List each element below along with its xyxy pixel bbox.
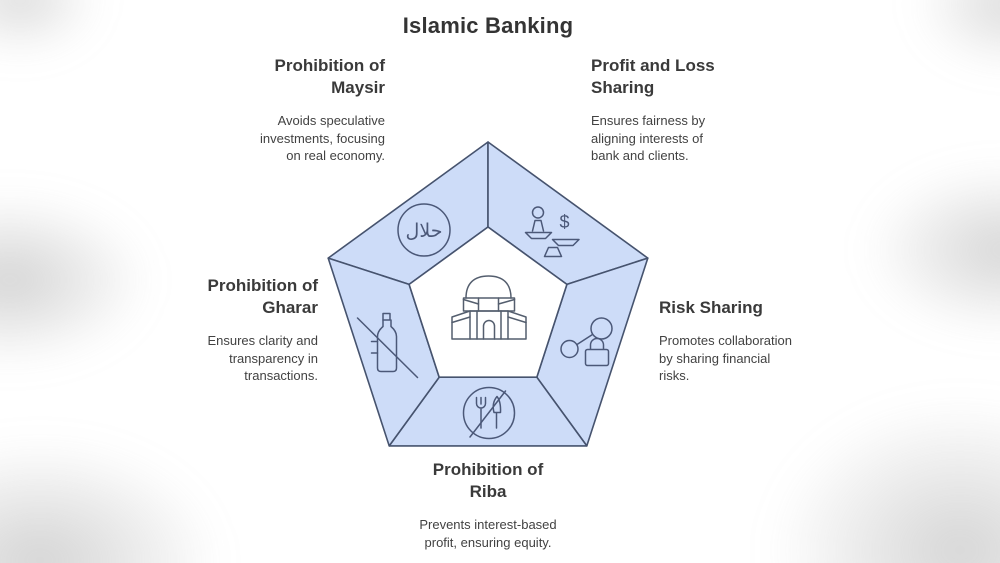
section-body: Promotes collaboration by sharing financ… [659,333,792,383]
section-body: Prevents interest-based profit, ensuring… [419,517,557,550]
section-body: Ensures clarity and transparency in tran… [207,333,318,383]
section-profit-and-loss-sharing: Profit and Loss Sharing Ensures fairness… [591,55,801,165]
balance-scale-icon: $ [524,206,580,258]
page-title: Islamic Banking [402,13,574,38]
mosque-icon [451,275,527,340]
section-heading: Prohibition of Gharar [207,276,318,317]
section-prohibition-of-riba: Prohibition of Riba Prevents interest-ba… [377,459,599,551]
no-alcohol-icon [356,312,419,379]
svg-text:حلال: حلال [406,220,443,242]
section-body: Ensures fairness by aligning interests o… [591,113,706,163]
no-food-icon [462,386,516,440]
section-prohibition-of-maysir: Prohibition of Maysir Avoids speculative… [165,55,385,165]
section-risk-sharing: Risk Sharing Promotes collaboration by s… [659,297,874,385]
inner-pentagon [408,226,568,379]
svg-text:$: $ [559,212,569,232]
halal-badge-icon: حلال [397,203,451,257]
section-heading: Prohibition of Maysir [274,56,385,97]
section-prohibition-of-gharar: Prohibition of Gharar Ensures clarity an… [98,275,318,385]
section-body: Avoids speculative investments, focusing… [259,113,385,163]
share-lock-icon [560,317,613,367]
section-heading: Profit and Loss Sharing [591,56,715,97]
section-heading: Prohibition of Riba [432,460,544,501]
section-heading: Risk Sharing [659,298,763,317]
